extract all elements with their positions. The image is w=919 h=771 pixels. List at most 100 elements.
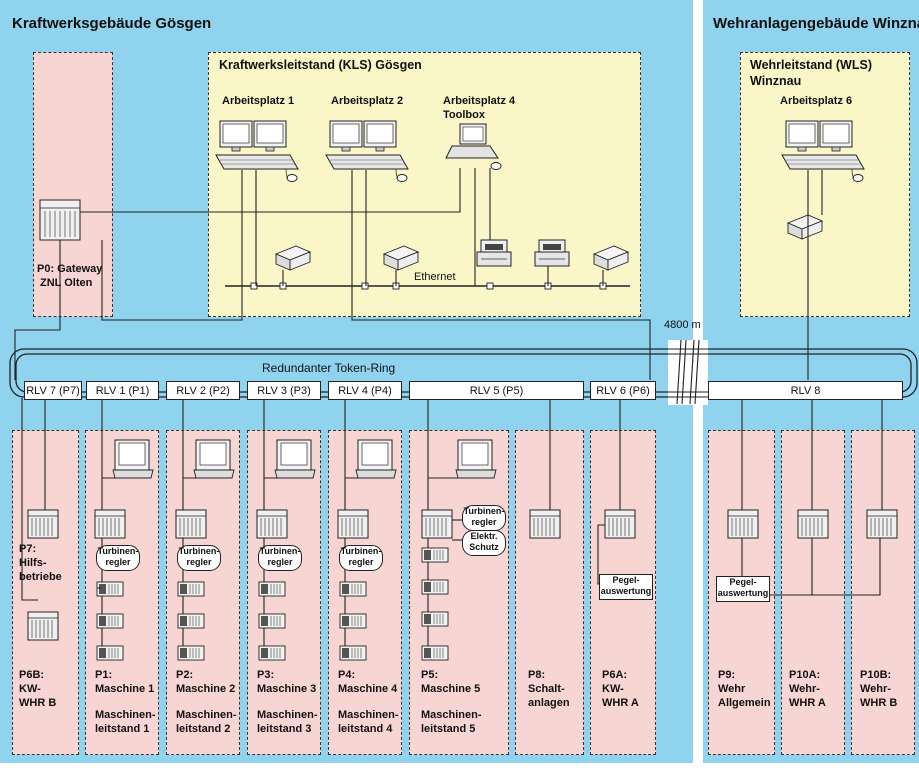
- label-line: betriebe: [19, 571, 62, 583]
- label-line: KW-: [602, 683, 624, 695]
- ring-distance: 4800 m: [664, 319, 701, 331]
- kls-ws4-label-2: Toolbox: [443, 109, 485, 121]
- label-p9: P9: Wehr Allgemein: [718, 668, 771, 710]
- ring-label: Redundanter Token-Ring: [262, 361, 396, 375]
- label-line: Maschine 2: [176, 683, 236, 695]
- label-line: leitstand 5: [421, 723, 476, 735]
- label-line: Wehr-: [860, 683, 891, 695]
- wls-title-2: Winznau: [750, 74, 802, 88]
- tag-line: Turbinen-: [463, 506, 505, 516]
- label-line: P1:: [95, 669, 113, 681]
- label-p8: P8: Schalt- anlagen: [528, 668, 570, 710]
- label-line: leitstand 2: [176, 723, 231, 735]
- label-line: leitstand 1: [95, 723, 150, 735]
- tag-line: Elektr.: [470, 531, 498, 541]
- label-line: P5:: [421, 669, 439, 681]
- rlv-4: RLV 4 (P4): [328, 381, 402, 400]
- tag-elektr-schutz-p5: Elektr. Schutz: [462, 530, 506, 556]
- label-line: WHR B: [19, 697, 57, 709]
- label-p10a: P10A: Wehr- WHR A: [789, 668, 826, 710]
- gateway-area: [33, 52, 113, 317]
- label-p6a: P6A: KW- WHR A: [602, 668, 639, 710]
- kls-ws4-label: Arbeitsplatz 4: [443, 95, 516, 107]
- label-line: Maschinen-: [95, 709, 156, 721]
- label-line: P7:: [19, 543, 37, 555]
- label-line: Schalt-: [528, 683, 565, 695]
- rlv-2: RLV 2 (P2): [166, 381, 240, 400]
- tag-turbinenregler-p2: Turbinen- regler: [177, 545, 221, 571]
- label-line: [95, 696, 156, 708]
- label-line: Maschinen-: [257, 709, 318, 721]
- tag-line: Pegel-: [612, 575, 640, 585]
- rlv-8: RLV 8: [708, 381, 903, 400]
- label-line: P9:: [718, 669, 736, 681]
- label-line: P6B:: [19, 669, 45, 681]
- label-line: Maschinen-: [176, 709, 237, 721]
- tag-line: regler: [348, 557, 374, 567]
- label-p7: P7: Hilfs- betriebe: [19, 542, 62, 584]
- tag-pegelauswertung-p9: Pegel- auswertung: [716, 576, 770, 602]
- label-line: Maschine 4: [338, 683, 398, 695]
- tag-pegelauswertung-p6a: Pegel- auswertung: [599, 574, 653, 600]
- label-line: Maschine 1: [95, 683, 155, 695]
- label-p4: P4: Maschine 4 Maschinen- leitstand 4: [338, 668, 399, 736]
- station-p10a: [781, 430, 845, 755]
- building-winznau-title: Wehranlagengebäude Winznau: [713, 15, 919, 32]
- tag-line: regler: [471, 517, 497, 527]
- label-line: Maschine 5: [421, 683, 481, 695]
- tag-line: regler: [105, 557, 131, 567]
- label-line: Allgemein: [718, 697, 771, 709]
- tag-line: auswertung: [600, 586, 652, 596]
- label-p5: P5: Maschine 5 Maschinen- leitstand 5: [421, 668, 482, 736]
- tag-line: regler: [267, 557, 293, 567]
- tag-turbinenregler-p1: Turbinen- regler: [96, 545, 140, 571]
- label-line: Maschinen-: [421, 709, 482, 721]
- label-p2: P2: Maschine 2 Maschinen- leitstand 2: [176, 668, 237, 736]
- label-line: Maschinen-: [338, 709, 399, 721]
- wls-ws6-label: Arbeitsplatz 6: [780, 95, 853, 107]
- label-line: [176, 696, 237, 708]
- station-p10b: [851, 430, 915, 755]
- kls-ws2-label: Arbeitsplatz 2: [331, 95, 404, 107]
- tag-line: regler: [186, 557, 212, 567]
- tag-line: Turbinen-: [259, 546, 301, 556]
- label-p3: P3: Maschine 3 Maschinen- leitstand 3: [257, 668, 318, 736]
- label-line: Wehr: [718, 683, 746, 695]
- wls-title: Wehrleitstand (WLS): [750, 58, 872, 72]
- rlv-6: RLV 6 (P6): [590, 381, 656, 400]
- label-line: anlagen: [528, 697, 570, 709]
- label-line: Maschine 3: [257, 683, 317, 695]
- label-line: P2:: [176, 669, 194, 681]
- tag-turbinenregler-p4: Turbinen- regler: [339, 545, 383, 571]
- tag-turbinenregler-p5: Turbinen- regler: [462, 505, 506, 531]
- label-line: leitstand 4: [338, 723, 393, 735]
- label-line: leitstand 3: [257, 723, 312, 735]
- tag-line: Turbinen-: [97, 546, 139, 556]
- label-p1: P1: Maschine 1 Maschinen- leitstand 1: [95, 668, 156, 736]
- tag-line: Turbinen-: [340, 546, 382, 556]
- label-line: Wehr-: [789, 683, 820, 695]
- kls-control-room: [208, 52, 641, 317]
- tag-line: Schutz: [469, 542, 499, 552]
- rlv-1: RLV 1 (P1): [86, 381, 159, 400]
- label-line: [257, 696, 318, 708]
- rlv-5: RLV 5 (P5): [409, 381, 584, 400]
- label-line: P10A:: [789, 669, 821, 681]
- gateway-label: P0: Gateway: [37, 263, 103, 275]
- label-line: [421, 696, 482, 708]
- label-line: P8:: [528, 669, 546, 681]
- label-line: P10B:: [860, 669, 892, 681]
- label-line: WHR B: [860, 697, 898, 709]
- kls-title: Kraftwerksleitstand (KLS) Gösgen: [219, 58, 422, 72]
- building-goesgen-title: Kraftwerksgebäude Gösgen: [12, 15, 212, 32]
- rlv-7: RLV 7 (P7): [24, 381, 82, 400]
- tag-line: Turbinen-: [178, 546, 220, 556]
- tag-line: auswertung: [717, 588, 769, 598]
- kls-ws1-label: Arbeitsplatz 1: [222, 95, 295, 107]
- wls-control-room: [740, 52, 910, 317]
- gateway-label-2: ZNL Olten: [40, 277, 93, 289]
- label-line: WHR A: [602, 697, 639, 709]
- label-line: P4:: [338, 669, 356, 681]
- label-line: WHR A: [789, 697, 826, 709]
